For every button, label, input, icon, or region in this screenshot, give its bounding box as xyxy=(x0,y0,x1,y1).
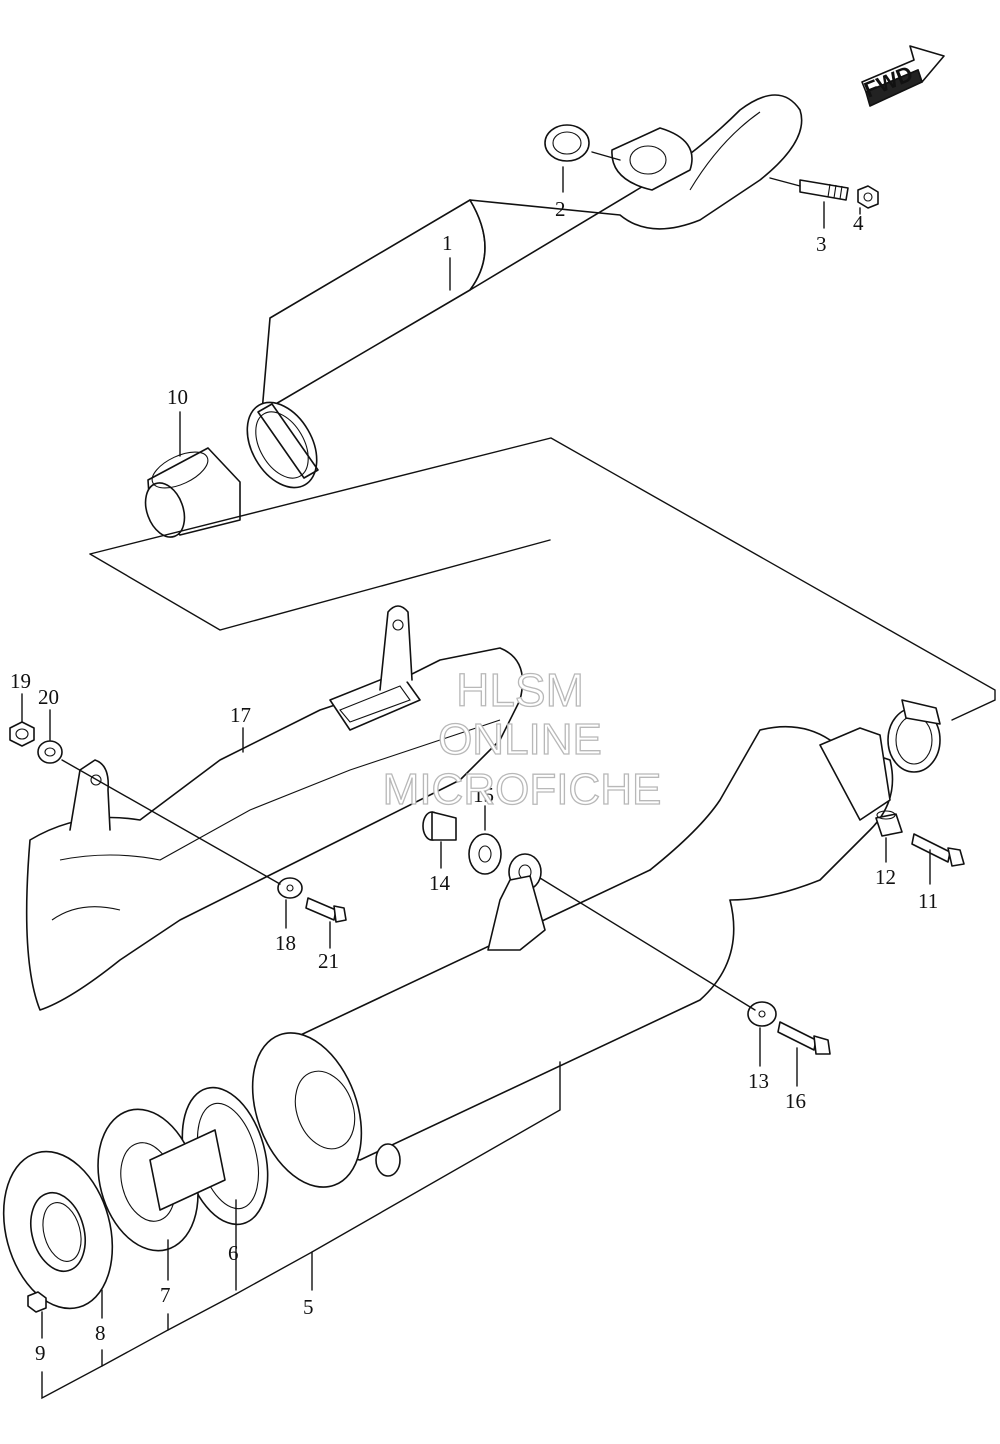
callout-5: 5 xyxy=(303,1295,314,1319)
muffler-washer xyxy=(747,1001,777,1027)
callout-13: 13 xyxy=(748,1069,769,1093)
callout-11: 11 xyxy=(918,889,938,913)
callout-12: 12 xyxy=(875,865,896,889)
watermark-line-1: HLSM xyxy=(456,664,584,716)
nut xyxy=(857,185,879,209)
stud-bolt xyxy=(799,179,849,201)
leader-lines xyxy=(21,151,931,1400)
muffler-body xyxy=(251,725,894,1188)
callout-17: 17 xyxy=(230,703,251,727)
callout-20: 20 xyxy=(38,685,59,709)
heat-shield-grommet xyxy=(37,740,63,764)
callout-7: 7 xyxy=(160,1283,171,1307)
callout-21: 21 xyxy=(318,949,339,973)
gasket-ring xyxy=(544,124,590,162)
callout-19: 19 xyxy=(10,669,31,693)
watermark-line-2: ONLINE xyxy=(438,715,602,764)
callout-14: 14 xyxy=(429,871,451,895)
spark-arrester xyxy=(97,1108,226,1252)
callout-2: 2 xyxy=(555,197,566,221)
callout-8: 8 xyxy=(95,1321,106,1345)
pipe-clamp xyxy=(887,699,941,773)
callout-6: 6 xyxy=(228,1241,239,1265)
watermark-line-3: MICROFICHE xyxy=(383,765,662,814)
callout-1: 1 xyxy=(442,231,453,255)
spacer xyxy=(875,810,903,837)
callout-10: 10 xyxy=(167,385,188,409)
heat-shield-nut xyxy=(9,721,35,747)
end-cap-bolt xyxy=(27,1291,47,1313)
callout-15: 15 xyxy=(473,783,494,807)
callout-3: 3 xyxy=(816,232,827,256)
callout-18: 18 xyxy=(275,931,296,955)
fwd-arrow-icon: FWD xyxy=(861,45,945,107)
cushion xyxy=(468,833,502,875)
reference-lines xyxy=(89,437,996,721)
mount-bolt xyxy=(911,833,965,867)
watermark: HLSM ONLINE MICROFICHE xyxy=(382,663,662,814)
shield-bolt xyxy=(305,897,347,923)
callouts: 1 2 3 4 5 6 7 8 9 10 11 12 13 14 15 16 1… xyxy=(10,197,938,1365)
end-cap xyxy=(2,1150,114,1310)
muffler-bolt xyxy=(777,1021,831,1055)
callout-16: 16 xyxy=(785,1089,806,1113)
callout-9: 9 xyxy=(35,1341,46,1365)
collar xyxy=(422,811,457,841)
heat-shield xyxy=(25,605,524,1011)
shield-washer xyxy=(277,877,303,899)
pipe-flange xyxy=(611,127,693,191)
callout-4: 4 xyxy=(853,211,864,235)
connector-sleeve xyxy=(144,447,241,538)
exhaust-pipe xyxy=(246,94,803,489)
